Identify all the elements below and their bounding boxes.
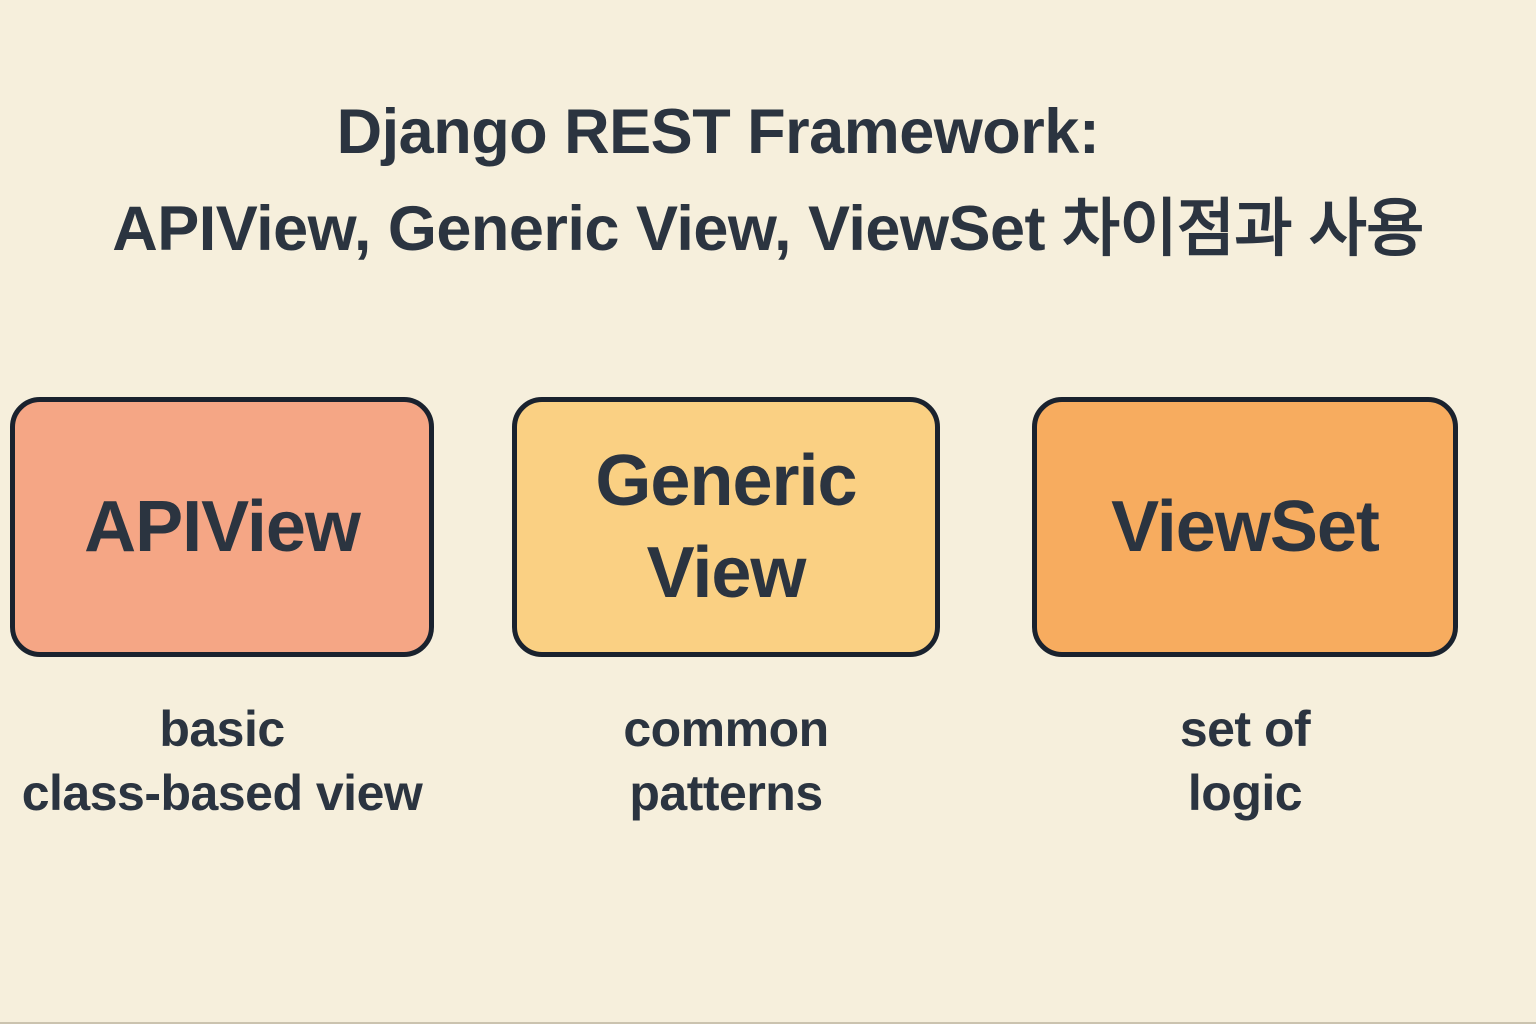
card-generic-view-label: Generic View	[595, 440, 857, 613]
caption-apiview-line-2: class-based view	[21, 765, 423, 821]
title-line-2: APIView, Generic View, ViewSet 차이점과 사용	[112, 194, 1424, 264]
caption-generic-view-line-1: common	[623, 701, 829, 757]
card-apiview-label: APIView	[84, 486, 361, 567]
title-line-1: Django REST Framework:	[336, 97, 1100, 167]
card-viewset-label: ViewSet	[1111, 486, 1380, 567]
caption-apiview-line-1: basic	[159, 701, 285, 757]
card-apiview: APIView	[10, 397, 434, 657]
caption-generic-view: common patterns	[512, 697, 940, 825]
caption-viewset-line-1: set of	[1179, 701, 1311, 757]
caption-viewset: set of logic	[1032, 697, 1458, 825]
caption-generic-view-line-2: patterns	[629, 765, 823, 821]
bottom-edge-line	[0, 1022, 1536, 1024]
card-generic-view: Generic View	[512, 397, 940, 657]
caption-apiview: basic class-based view	[10, 697, 434, 825]
card-viewset: ViewSet	[1032, 397, 1458, 657]
caption-viewset-line-2: logic	[1187, 765, 1303, 821]
diagram-title: Django REST Framework: APIView, Generic …	[0, 84, 1536, 278]
